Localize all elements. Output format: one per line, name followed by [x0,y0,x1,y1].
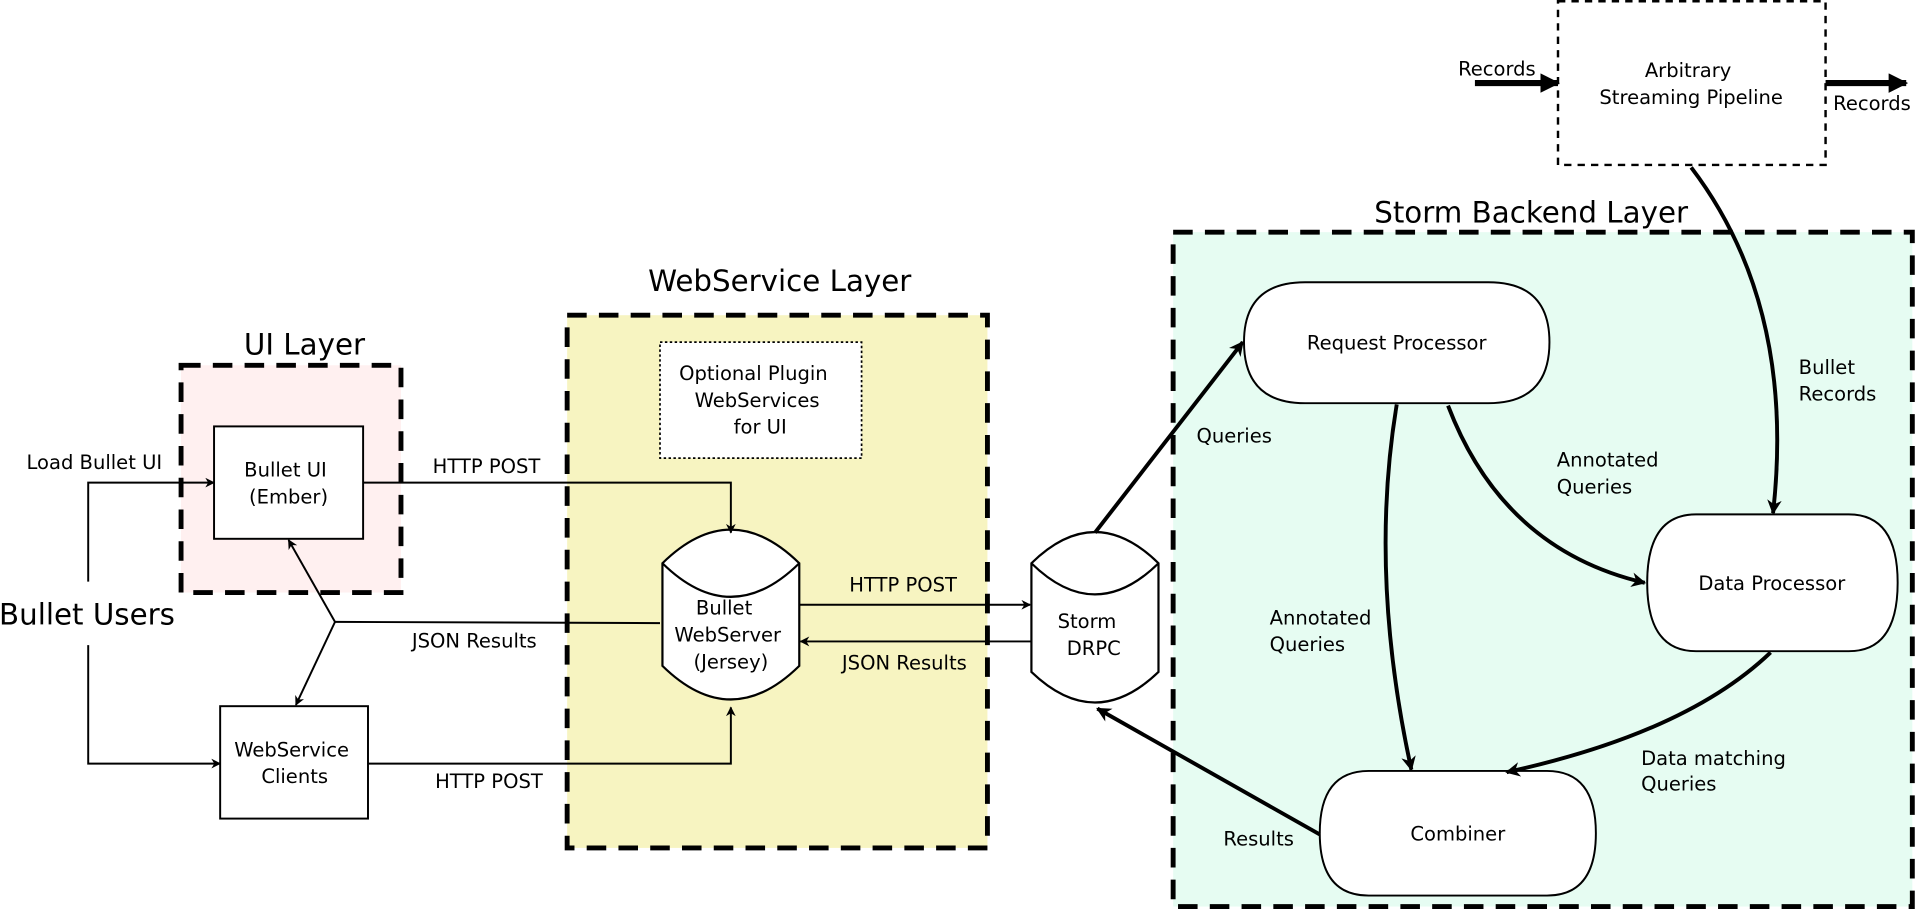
queries-edge-label: Queries [1197,424,1272,447]
bullet-webserver-label: Bullet WebServer (Jersey) [674,597,787,674]
storm-backend-layer: Storm Backend Layer Request Processor Da… [1170,195,1915,909]
ui-layer-title: UI Layer [244,327,366,361]
load-ui-edge-label: Load Bullet UI [26,451,162,474]
json-results-left-label: JSON Results [410,630,537,653]
storm-drpc-top-curve [1030,562,1160,596]
webservice-clients-node[interactable] [219,705,369,820]
streaming-pipeline-node[interactable] [1556,0,1827,167]
combiner-node[interactable] [1318,769,1597,897]
webservice-clients-label: WebService Clients [234,738,355,788]
request-processor-label: Request Processor [1307,331,1488,354]
bullet-ui-node[interactable] [213,425,365,540]
bullet-webserver-node[interactable] [661,528,801,701]
annotated-to-dp-edge-label: Annotated Queries [1557,449,1665,499]
clients-post-edge-label: HTTP POST [435,770,543,793]
users-to-clients-edge [87,645,222,769]
optional-plugin-label: Optional Plugin WebServices for UI [679,362,834,439]
results-edge-label: Results [1223,827,1294,850]
edges-storm [1093,166,1782,837]
bullet-ui-label: Bullet UI (Ember) [244,458,333,508]
data-processor-label: Data Processor [1698,572,1846,595]
edges-left [87,477,1032,769]
records-in-label: Records [1458,58,1536,81]
annotated-to-dp-edge [1446,404,1647,587]
bullet-records-edge [1689,166,1782,515]
storm-drpc-node[interactable] [1030,531,1160,704]
json-to-clients-edge [295,621,336,706]
data-matching-edge-label: Data matching Queries [1641,747,1792,796]
queries-edge [1093,340,1245,534]
clients-post-edge [367,706,736,765]
json-to-ui-edge [287,539,336,623]
load-ui-edge [87,477,216,582]
request-processor-node[interactable] [1243,281,1551,405]
data-processor-node[interactable] [1646,513,1899,653]
annotated-to-combiner-edge [1383,404,1416,772]
bullet-users-label: Bullet Users [0,597,175,631]
streaming-pipeline-label: Arbitrary Streaming Pipeline [1599,59,1783,109]
storm-backend-layer-title: Storm Backend Layer [1374,195,1689,229]
webservice-layer-title: WebService Layer [648,264,912,298]
combiner-label: Combiner [1410,823,1506,846]
optional-plugin-node[interactable] [659,341,863,460]
ui-layer: UI Layer Bullet UI (Ember) [178,327,404,596]
drpc-to-ws-edge-label: JSON Results [840,652,967,675]
ws-to-drpc-edge-label: HTTP POST [849,573,957,596]
storm-drpc-label: Storm DRPC [1058,610,1123,660]
storm-drpc: Storm DRPC [1030,531,1160,704]
bullet-records-edge-label: Bullet Records [1799,356,1877,406]
webservice-layer: WebService Layer Optional Plugin WebServ… [564,264,990,851]
bullet-webserver-top-curve [661,562,801,598]
annotated-to-combiner-edge-label: Annotated Queries [1270,606,1378,656]
ui-post-edge-label: HTTP POST [433,455,541,478]
data-matching-edge [1505,651,1772,777]
results-edge [1096,706,1321,837]
streaming-pipeline: Arbitrary Streaming Pipeline Records Rec… [1458,0,1911,167]
json-results-trunk [335,620,661,625]
ui-post-edge [363,481,736,534]
records-out-label: Records [1833,92,1911,115]
